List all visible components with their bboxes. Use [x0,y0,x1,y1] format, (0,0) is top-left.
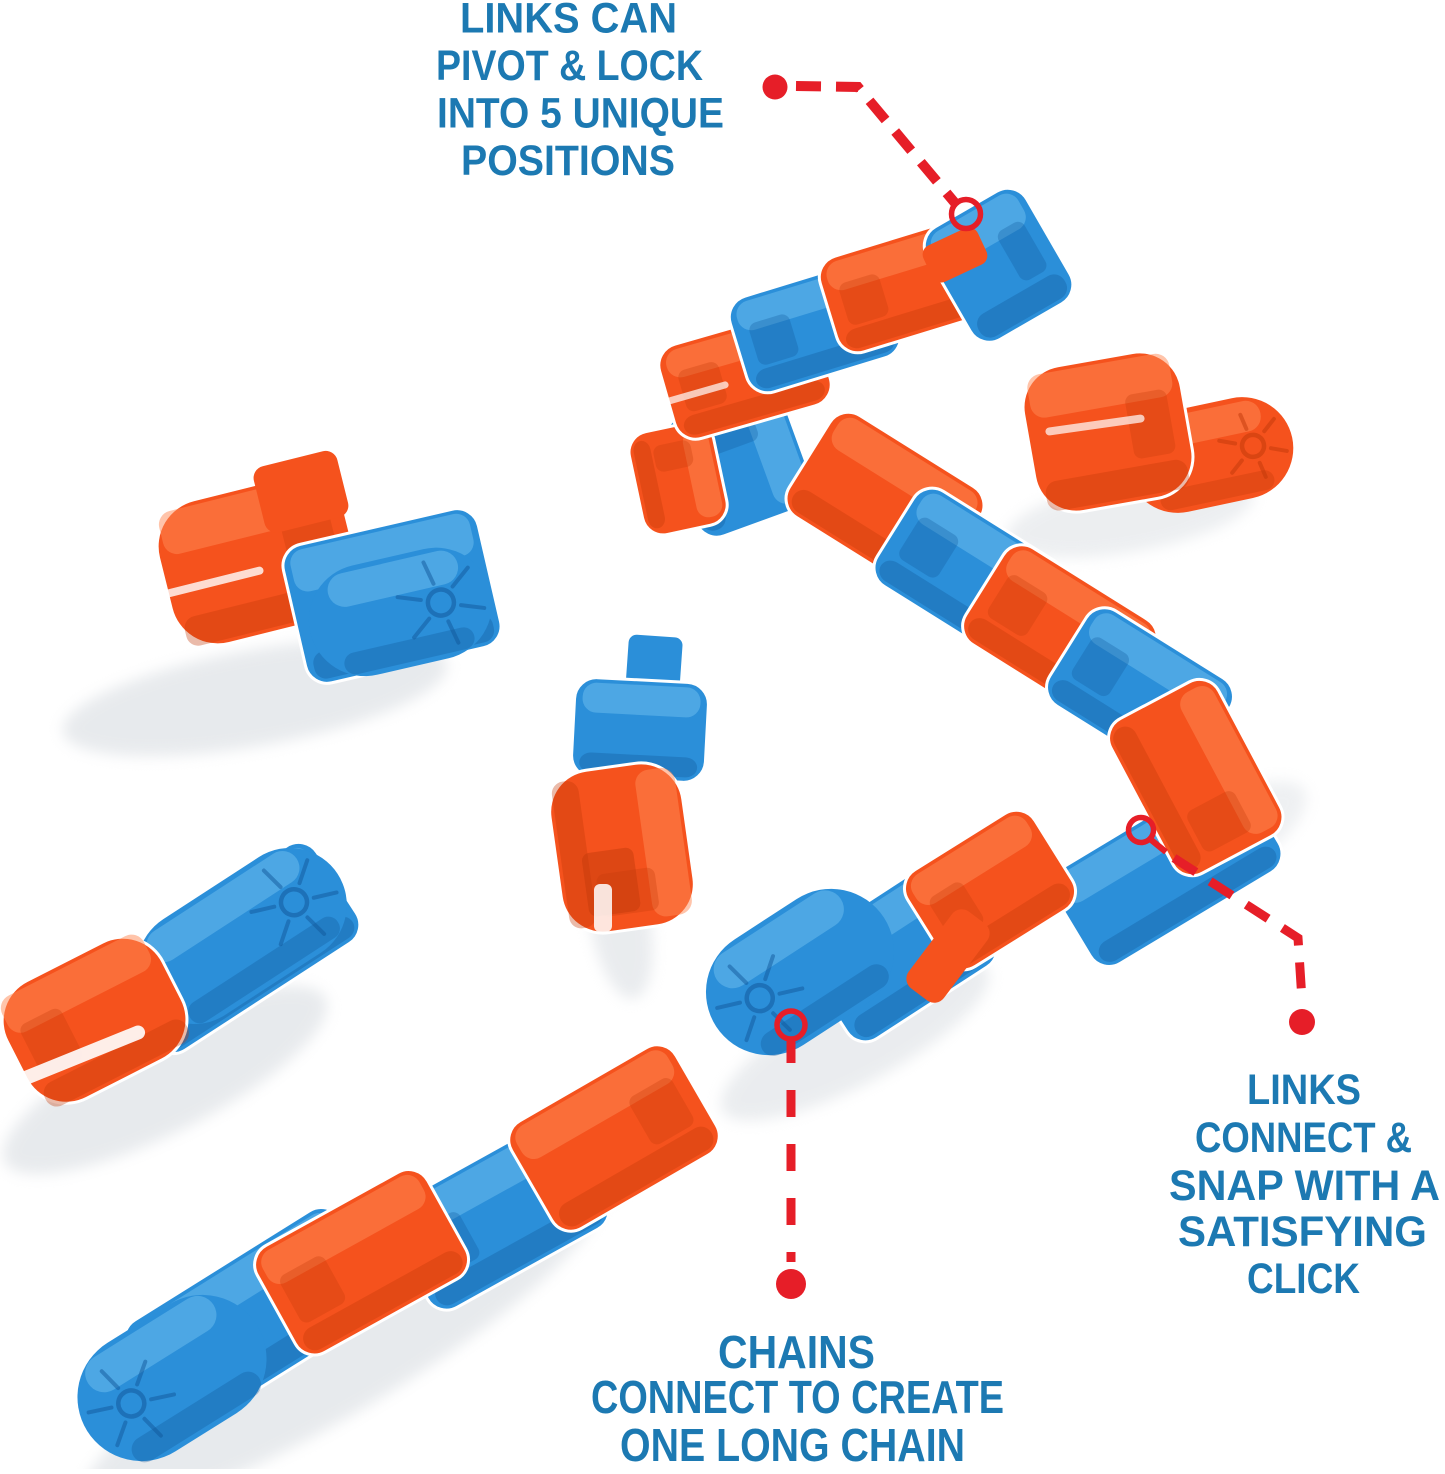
svg-text:CLICK: CLICK [1247,1255,1360,1303]
svg-text:CHAINS: CHAINS [718,1326,875,1378]
svg-text:POSITIONS: POSITIONS [461,137,675,185]
svg-text:SNAP WITH A: SNAP WITH A [1169,1162,1440,1210]
svg-text:SATISFYING: SATISFYING [1178,1208,1427,1256]
svg-text:ONE LONG CHAIN: ONE LONG CHAIN [620,1419,965,1469]
svg-text:PIVOT & LOCK: PIVOT & LOCK [436,42,703,90]
svg-text:CONNECT TO CREATE: CONNECT TO CREATE [591,1371,1004,1423]
svg-text:LINKS CAN: LINKS CAN [460,0,677,43]
svg-text:INTO 5 UNIQUE: INTO 5 UNIQUE [437,90,724,138]
svg-text:LINKS: LINKS [1247,1066,1361,1114]
svg-text:CONNECT &: CONNECT & [1195,1114,1412,1162]
